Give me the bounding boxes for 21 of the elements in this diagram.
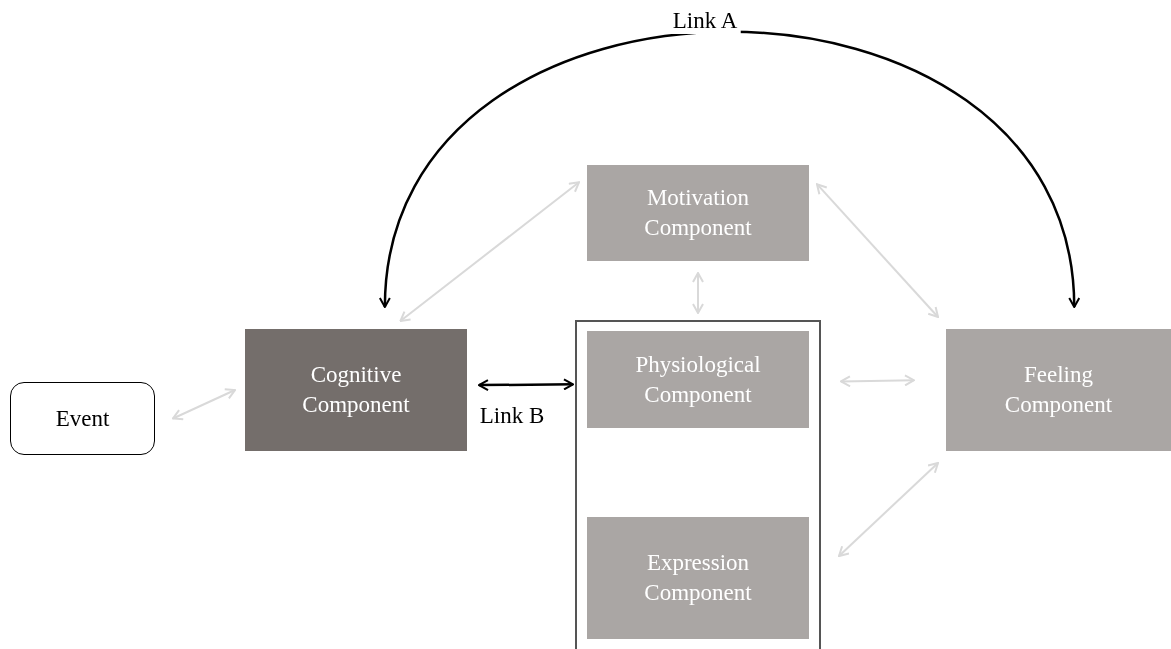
node-label: Expression Component (643, 549, 753, 607)
event-box (10, 382, 155, 455)
curved-double-arrow (380, 30, 1079, 308)
node-label: Event (54, 404, 111, 433)
double-arrow (172, 388, 236, 421)
double-arrow (816, 183, 939, 318)
process-box (245, 329, 467, 451)
node-label: Cognitive Component (301, 361, 411, 419)
double-arrow (399, 181, 580, 322)
process-box (587, 165, 809, 261)
double-arrow (692, 272, 704, 314)
node-label: Motivation Component (643, 184, 753, 242)
process-box (587, 517, 809, 639)
double-arrow (478, 378, 574, 392)
node-label: Physiological Component (634, 350, 762, 409)
double-arrow (838, 462, 939, 558)
process-box (587, 331, 809, 428)
group-frame (575, 320, 821, 649)
double-arrow (840, 374, 915, 388)
node-label: Feeling Component (1003, 361, 1114, 419)
process-box (946, 329, 1171, 451)
